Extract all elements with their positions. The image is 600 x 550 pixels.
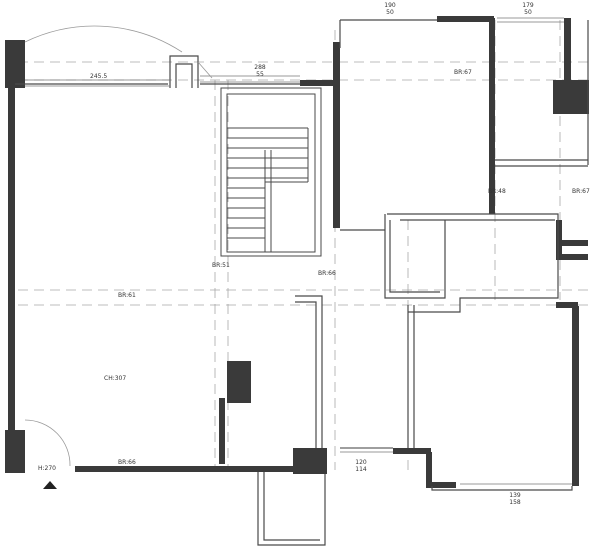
staircase <box>220 87 322 257</box>
tag-living: BR:61 <box>118 292 136 299</box>
left-wall <box>8 86 15 431</box>
dim-stair-top-1: 288 <box>254 64 266 71</box>
wall-right-top <box>564 18 571 82</box>
dim-room-b-1: 179 <box>522 2 534 9</box>
tag-bed-top: BR:67 <box>454 69 472 76</box>
wall-right-side-bottom <box>556 302 578 308</box>
door-swings <box>24 25 213 467</box>
dim-room-a-1: 190 <box>384 2 396 9</box>
windows <box>25 17 572 485</box>
tag-center: BR:66 <box>318 270 336 277</box>
tag-bed-right: BR:67 <box>572 188 590 195</box>
north-arrow-icon <box>43 481 57 489</box>
wall-stair-right <box>333 42 340 228</box>
dim-stair-top-2: 55 <box>256 71 264 78</box>
walls <box>5 16 589 488</box>
tag-living-room: CH:307 <box>104 375 127 382</box>
partitions <box>15 19 589 546</box>
dim-bottom-right-1: 139 <box>509 492 521 499</box>
dim-room-a-2: 50 <box>386 9 394 16</box>
wall-bottom-right-stub <box>426 452 432 486</box>
tag-entrance: H:270 <box>38 465 56 472</box>
wall-room-a-right <box>489 18 495 214</box>
column-mid <box>227 361 251 403</box>
wall-right-stair <box>560 240 588 246</box>
dim-top-left: 245.5 <box>90 73 108 80</box>
wall-stair-top <box>300 80 340 86</box>
tag-bottom-wall: BR:66 <box>118 459 136 466</box>
dim-bottom-mid-1: 120 <box>355 459 367 466</box>
wall-room-a-top <box>437 16 494 22</box>
bottom-wall <box>75 466 295 472</box>
dim-bottom-mid-2: 114 <box>355 466 367 473</box>
wall-mid-stub <box>219 398 225 464</box>
dim-room-b-2: 50 <box>524 9 532 16</box>
wall-right-lower <box>572 306 579 486</box>
wall-bottom-mid <box>393 448 431 454</box>
left-wall-top-block <box>5 40 25 88</box>
wall-right-side <box>556 220 562 260</box>
tag-stair-axis: BR:51 <box>212 262 230 269</box>
column-top-right <box>553 80 589 114</box>
left-wall-bottom-block <box>5 430 25 473</box>
wall-right-stair-2 <box>560 254 588 260</box>
tag-bed-mid: BR:48 <box>488 188 506 195</box>
column-bottom-center <box>293 448 327 474</box>
dim-bottom-right-2: 158 <box>509 499 521 506</box>
wall-right-bottom <box>426 482 456 488</box>
